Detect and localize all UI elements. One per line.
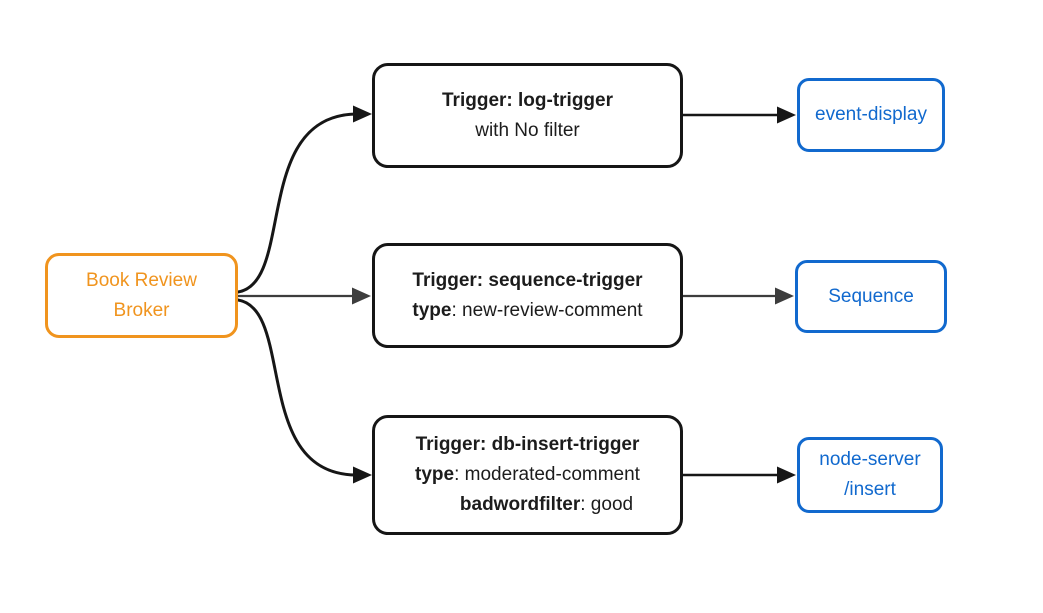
broker-label-line2: Broker [113, 299, 170, 321]
node-broker: Book Review Broker [45, 253, 238, 338]
node-db-insert-trigger: Trigger: db-insert-trigger type: moderat… [372, 415, 683, 535]
sequence-label: Sequence [828, 285, 914, 307]
attribute-value: : moderated-comment [454, 464, 640, 485]
attribute-key: badwordfilter [459, 494, 581, 515]
node-sequence-trigger: Trigger: sequence-trigger type: new-revi… [372, 243, 683, 348]
broker-label-line1: Book Review [86, 269, 197, 291]
attribute-key: type [415, 464, 455, 485]
arrowhead-broker-to-sequence-trigger [352, 287, 371, 305]
attribute-value: : new-review-comment [451, 299, 643, 321]
arrowhead-sequence-trigger-to-sequence [775, 287, 794, 305]
sequence-trigger-title: Trigger: sequence-trigger [412, 269, 643, 291]
arrowhead-broker-to-db-insert-trigger [353, 466, 372, 484]
sequence-trigger-attribute: type: new-review-comment [412, 296, 642, 326]
node-node-server-insert: node-server /insert [797, 437, 943, 513]
edge-broker-to-db-insert-trigger [236, 298, 358, 477]
edge-broker-to-log-trigger [236, 112, 358, 294]
node-sequence: Sequence [795, 260, 947, 333]
event-display-label: event-display [815, 104, 927, 125]
db-insert-trigger-attribute-type: type: moderated-comment [415, 460, 640, 490]
attribute-value: : good [580, 494, 634, 515]
log-trigger-subtitle: with No filter [475, 119, 580, 141]
arrowhead-broker-to-log-trigger [353, 105, 372, 123]
db-insert-trigger-attribute-badwordfilter: badwordfilter: good [422, 490, 633, 520]
node-log-trigger: Trigger: log-trigger with No filter [372, 63, 683, 168]
arrowhead-db-insert-trigger-to-node-server [777, 466, 796, 484]
db-insert-trigger-title: Trigger: db-insert-trigger [415, 434, 640, 455]
log-trigger-title: Trigger: log-trigger [442, 89, 613, 111]
node-event-display: event-display [797, 78, 945, 152]
node-server-label-line1: node-server [819, 449, 921, 470]
arrowhead-log-trigger-to-event-display [777, 106, 796, 124]
attribute-key: type [412, 299, 452, 321]
node-server-label-line2: /insert [844, 479, 896, 500]
